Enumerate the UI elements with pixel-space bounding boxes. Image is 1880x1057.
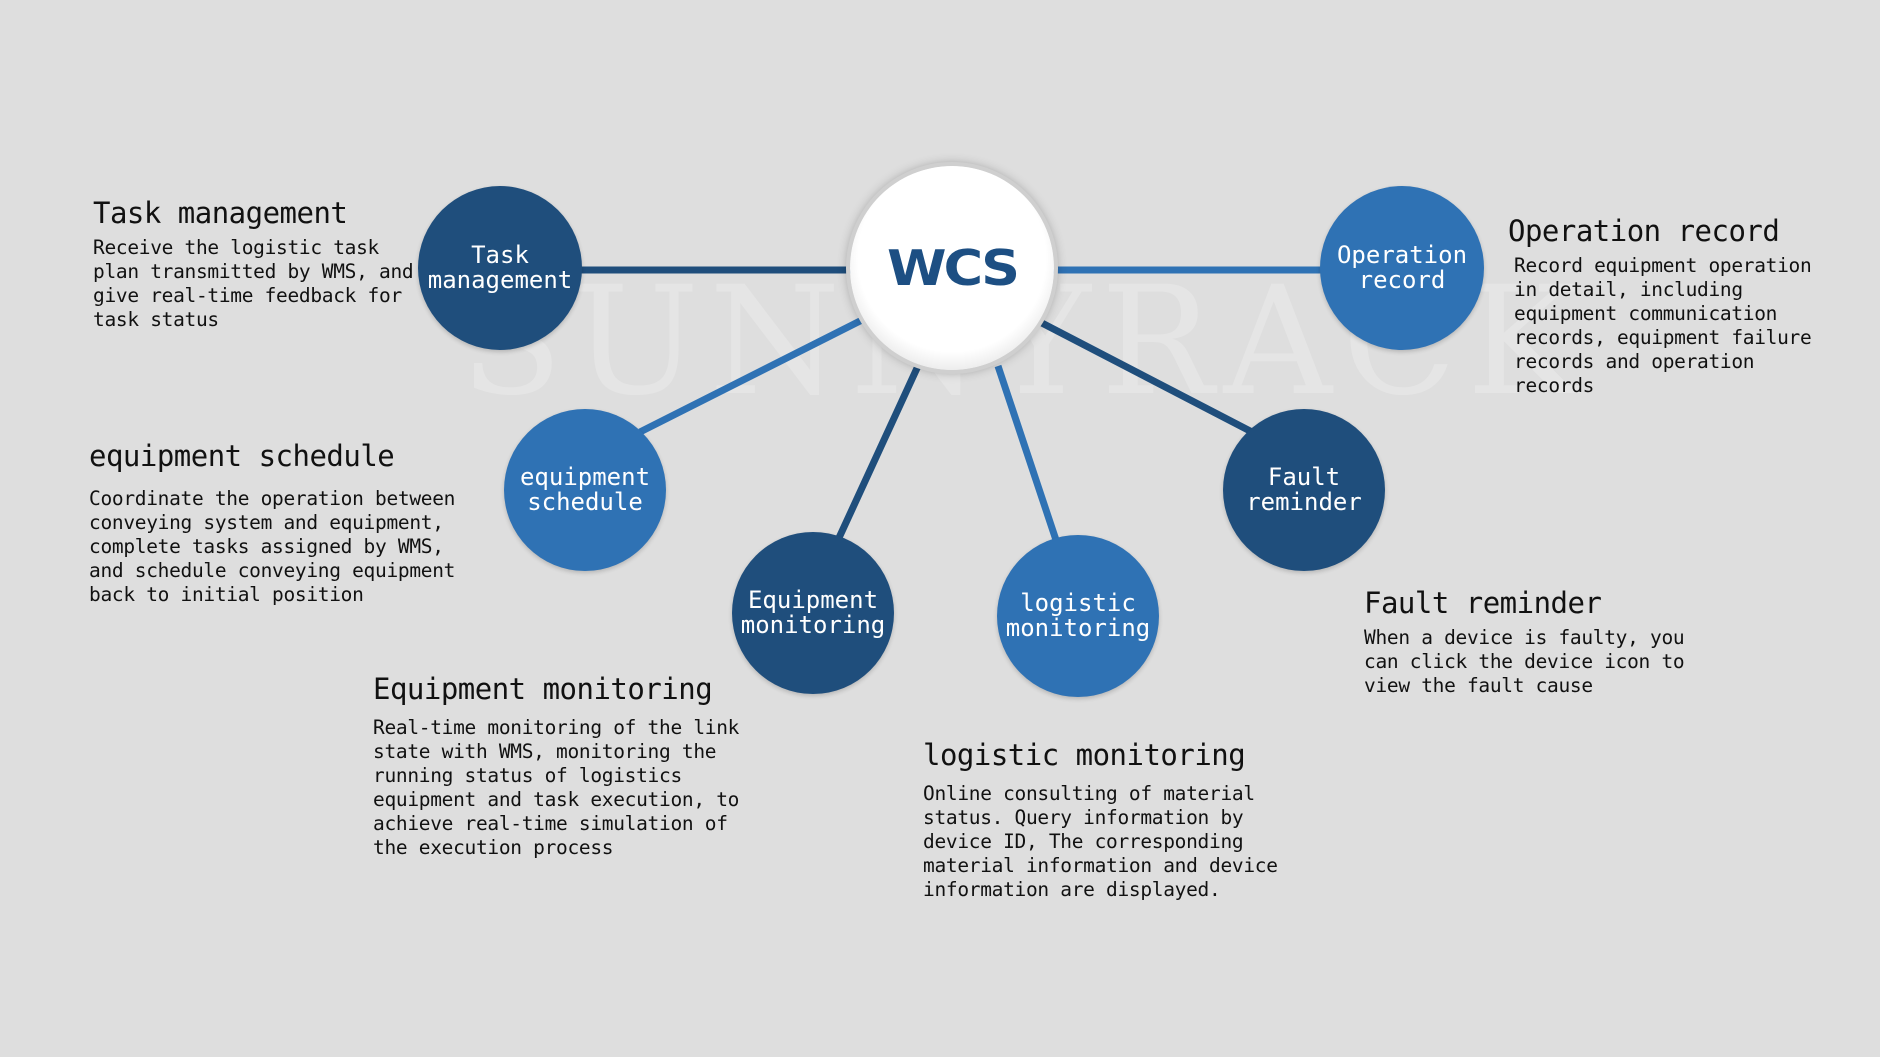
desc-logistic-monitoring: logistic monitoring Online consulting of… (923, 738, 1303, 902)
node-task-management[interactable]: Task management (418, 186, 582, 350)
node-equipment-schedule[interactable]: equipment schedule (504, 409, 666, 571)
link-fault-reminder (1038, 318, 1254, 436)
node-label: equipment schedule (519, 463, 651, 516)
wcs-hub[interactable]: WCS (850, 166, 1054, 370)
desc-operation-record: Operation record Record equipment operat… (1508, 214, 1838, 398)
link-equipment-schedule (638, 316, 864, 436)
node-logistic-monitoring[interactable]: logistic monitoring (997, 535, 1159, 697)
desc-equipment-schedule: equipment schedule Coordinate the operat… (89, 439, 469, 607)
link-logistic-monitoring (994, 364, 1060, 542)
node-label: Task management (427, 241, 573, 294)
desc-text: Online consulting of material status. Qu… (923, 782, 1278, 901)
desc-title: Task management (93, 196, 348, 230)
link-equipment-monitoring (834, 364, 922, 542)
node-fault-reminder[interactable]: Fault reminder (1223, 409, 1385, 571)
node-label: Operation record (1336, 241, 1468, 294)
desc-fault-reminder: Fault reminder When a device is faulty, … (1364, 586, 1704, 698)
desc-title: Operation record (1508, 214, 1780, 248)
desc-title: Equipment monitoring (373, 672, 713, 706)
node-label: logistic monitoring (1005, 589, 1151, 642)
node-equipment-monitoring[interactable]: Equipment monitoring (732, 532, 894, 694)
node-operation-record[interactable]: Operation record (1320, 186, 1484, 350)
node-label: Fault reminder (1246, 463, 1362, 516)
desc-text: Receive the logistic task plan transmitt… (93, 236, 414, 331)
desc-title: logistic monitoring (923, 738, 1246, 772)
desc-title: equipment schedule (89, 439, 395, 473)
desc-text: Real-time monitoring of the link state w… (373, 716, 740, 859)
desc-task-management: Task management Receive the logistic tas… (93, 196, 433, 332)
desc-text: When a device is faulty, you can click t… (1364, 626, 1685, 697)
wcs-logo: WCS (886, 239, 1020, 297)
desc-text: Coordinate the operation between conveyi… (89, 487, 456, 606)
node-label: Equipment monitoring (740, 586, 886, 639)
desc-title: Fault reminder (1364, 586, 1602, 620)
desc-text: Record equipment operation in detail, in… (1514, 254, 1812, 397)
desc-equipment-monitoring: Equipment monitoring Real-time monitorin… (373, 672, 753, 860)
